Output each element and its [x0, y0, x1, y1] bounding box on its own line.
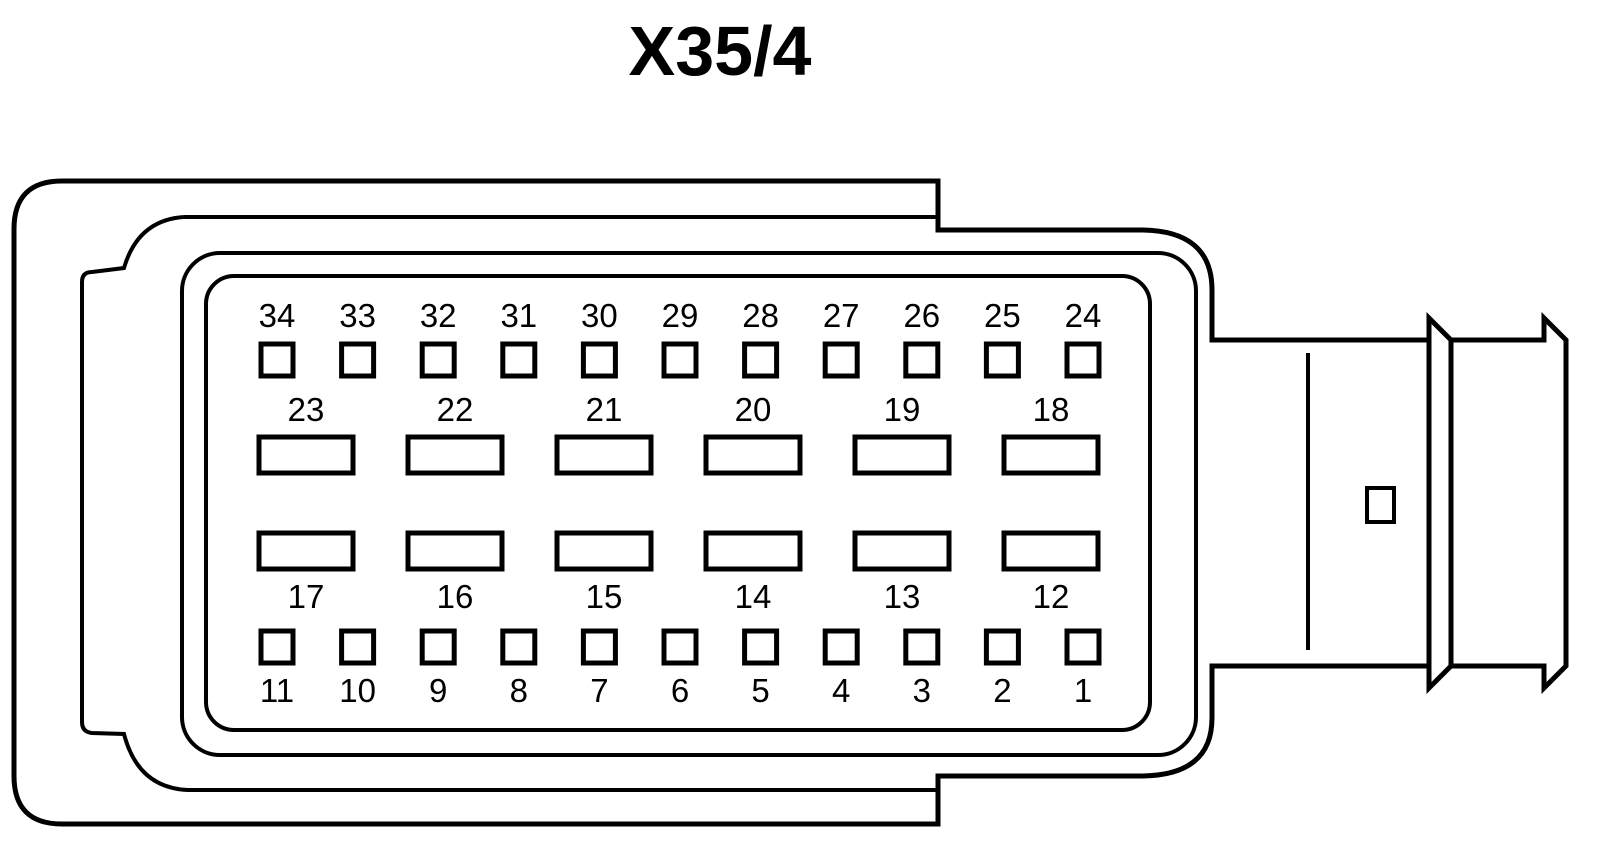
pin-large-lower [554, 530, 654, 572]
pin-label: 25 [984, 297, 1021, 334]
pin-label: 1 [1074, 672, 1092, 709]
pin-label: 27 [823, 297, 860, 334]
pin-label: 17 [288, 578, 325, 615]
connector-title: X35/4 [629, 12, 812, 90]
pin-label: 13 [884, 578, 921, 615]
pin-label: 15 [586, 578, 623, 615]
pin-label: 2 [993, 672, 1011, 709]
plug-face-inner [204, 274, 1152, 732]
pin-label: 7 [590, 672, 608, 709]
pin-large-lower [852, 530, 952, 572]
pin-small-top [1064, 341, 1102, 379]
pin-small-bottom [580, 628, 618, 666]
pin-label: 28 [742, 297, 779, 334]
pin-label: 19 [884, 391, 921, 428]
pin-label: 21 [586, 391, 623, 428]
pin-large-upper [1001, 434, 1101, 476]
pin-small-bottom [419, 628, 457, 666]
pin-label: 14 [735, 578, 772, 615]
pin-large-upper [256, 434, 356, 476]
pin-label: 12 [1033, 578, 1070, 615]
pin-small-bottom [903, 628, 941, 666]
pin-small-top [500, 341, 538, 379]
pin-label: 20 [735, 391, 772, 428]
pin-label: 31 [500, 297, 537, 334]
pin-label: 32 [420, 297, 457, 334]
pin-label: 29 [662, 297, 699, 334]
pin-label: 18 [1033, 391, 1070, 428]
boot-latch-marker [1365, 486, 1396, 524]
pin-label: 8 [510, 672, 528, 709]
pin-label: 16 [437, 578, 474, 615]
pin-label: 11 [260, 672, 294, 709]
boot-ridge-left [1426, 311, 1454, 695]
pin-small-bottom [742, 628, 780, 666]
pin-label: 3 [913, 672, 931, 709]
pin-label: 26 [903, 297, 940, 334]
pin-label: 34 [259, 297, 296, 334]
pin-large-lower [1001, 530, 1101, 572]
pin-label: 6 [671, 672, 689, 709]
pin-small-bottom [661, 628, 699, 666]
pin-small-bottom [339, 628, 377, 666]
pin-large-upper [405, 434, 505, 476]
pin-small-top [339, 341, 377, 379]
pin-label: 9 [429, 672, 447, 709]
pin-small-top [983, 341, 1021, 379]
pin-label: 24 [1065, 297, 1102, 334]
boot-ridge-right [1451, 311, 1569, 695]
pin-small-top [419, 341, 457, 379]
pin-small-top [580, 341, 618, 379]
pin-large-upper [703, 434, 803, 476]
pin-large-upper [554, 434, 654, 476]
pin-small-top [822, 341, 860, 379]
pin-large-lower [256, 530, 356, 572]
pin-small-bottom [983, 628, 1021, 666]
pin-label: 10 [339, 672, 376, 709]
plug-face-outer [180, 251, 1198, 757]
pin-small-bottom [258, 628, 296, 666]
pin-small-top [661, 341, 699, 379]
pin-small-top [742, 341, 780, 379]
pin-label: 22 [437, 391, 474, 428]
pin-small-bottom [822, 628, 860, 666]
pin-label: 4 [832, 672, 850, 709]
pin-small-bottom [1064, 628, 1102, 666]
pin-label: 33 [339, 297, 376, 334]
pin-label: 23 [288, 391, 325, 428]
pin-label: 30 [581, 297, 618, 334]
connector-housing-contour [80, 215, 938, 792]
pin-large-upper [852, 434, 952, 476]
pin-small-top [903, 341, 941, 379]
pin-large-lower [405, 530, 505, 572]
connector-outer-housing [11, 178, 1432, 827]
pin-small-top [258, 341, 296, 379]
pin-large-lower [703, 530, 803, 572]
pin-label: 5 [751, 672, 769, 709]
pin-small-bottom [500, 628, 538, 666]
